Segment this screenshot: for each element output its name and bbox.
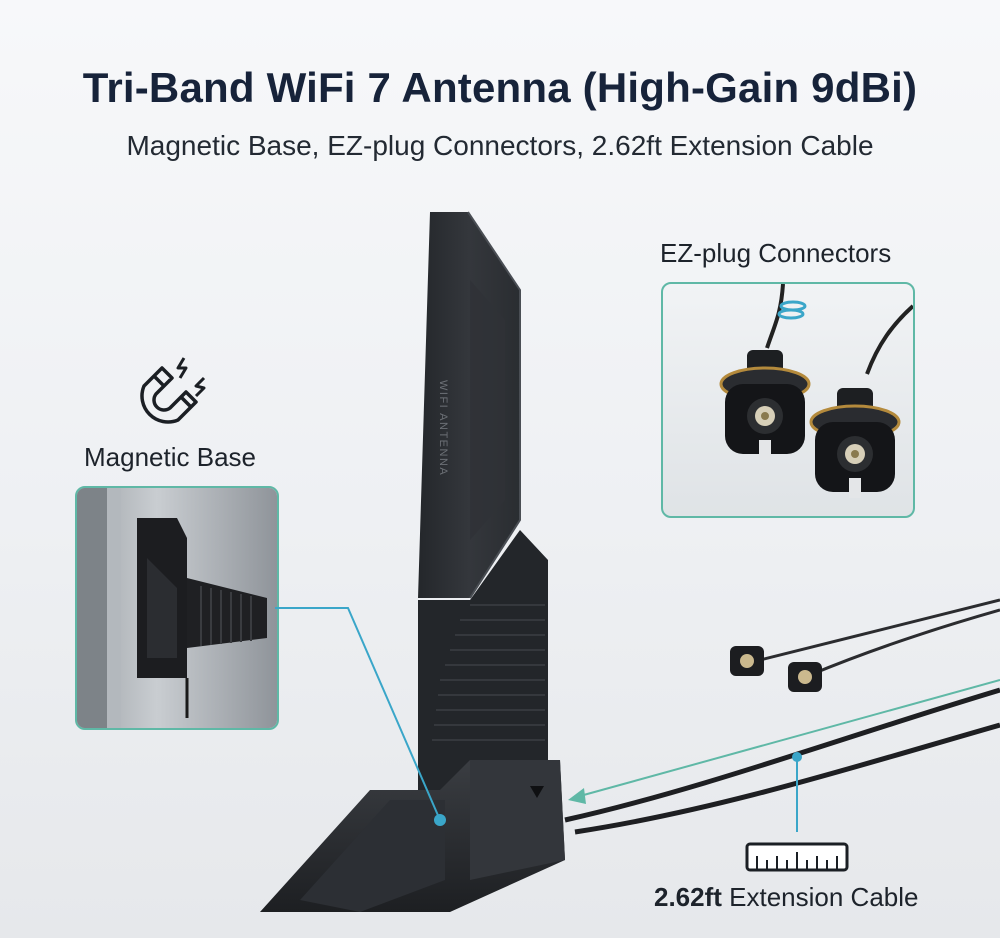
cable-length: 2.62ft xyxy=(654,882,722,912)
cable-text: Extension Cable xyxy=(721,882,919,912)
ez-plug-label: EZ-plug Connectors xyxy=(660,238,892,268)
ez-plug-connectors-image xyxy=(719,284,913,498)
ruler-icon xyxy=(745,842,849,872)
extension-cable-label: 2.62ft Extension Cable xyxy=(654,882,918,913)
magnetic-base-inset xyxy=(75,486,279,730)
magnetic-base-image xyxy=(77,488,277,728)
antenna-print-text: WIFI ANTENNA xyxy=(437,380,449,476)
page-subtitle: Magnetic Base, EZ-plug Connectors, 2.62f… xyxy=(126,130,874,161)
ez-plug-inset xyxy=(661,282,915,518)
magnetic-base-label: Magnetic Base xyxy=(84,442,256,472)
page-title: Tri-Band WiFi 7 Antenna (High-Gain 9dBi) xyxy=(82,64,918,111)
magnet-icon xyxy=(140,357,206,424)
